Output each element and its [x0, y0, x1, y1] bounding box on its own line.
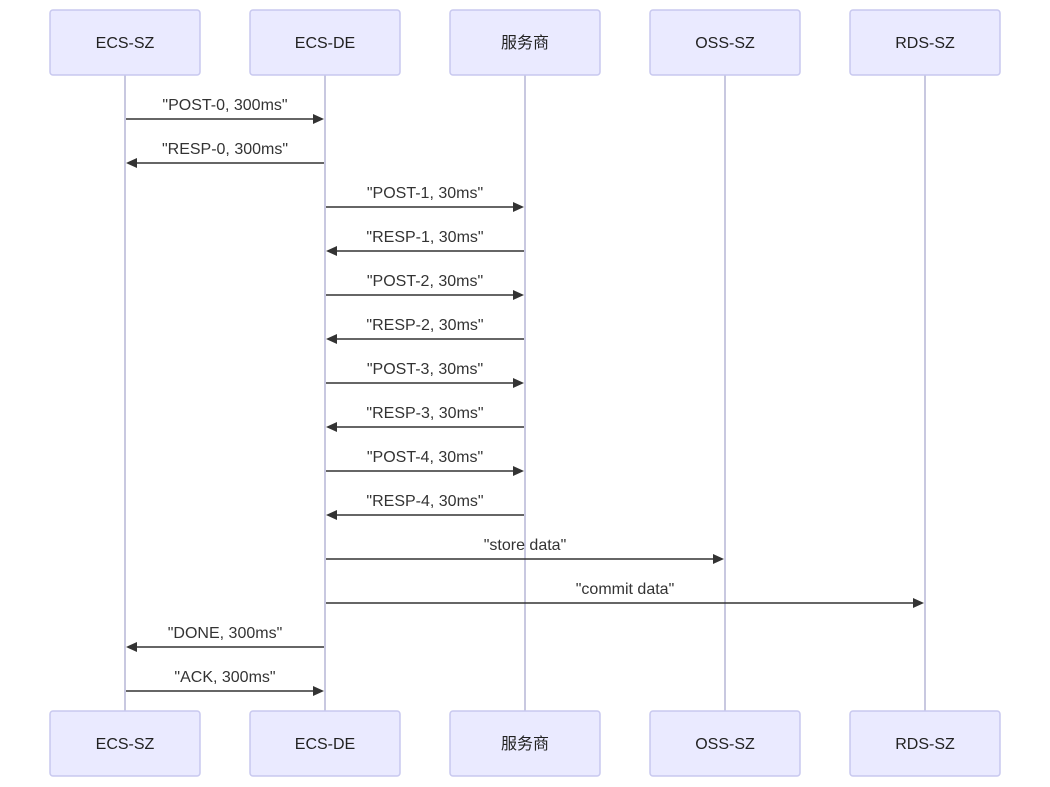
message-label: "POST-2, 30ms" — [367, 273, 483, 290]
actors-top: ECS-SZ ECS-DE 服务商 OSS-SZ RDS-SZ — [49, 9, 1001, 76]
message-label: "POST-4, 30ms" — [367, 449, 483, 466]
message-label: "RESP-4, 30ms" — [366, 493, 483, 510]
arrowhead — [326, 510, 337, 520]
lifelines — [124, 75, 926, 711]
actor-rds_sz-top: RDS-SZ — [849, 9, 1001, 76]
message-7: "RESP-3, 30ms" — [326, 405, 524, 432]
message-label: "ACK, 300ms" — [174, 669, 275, 686]
actors-bottom: ECS-SZ ECS-DE 服务商 OSS-SZ RDS-SZ — [49, 710, 1001, 777]
arrowhead — [513, 378, 524, 388]
actor-ecs_de-top: ECS-DE — [249, 9, 401, 76]
actor-box — [849, 710, 1001, 777]
actor-label: RDS-SZ — [895, 736, 955, 753]
arrowhead — [126, 642, 137, 652]
message-label: "POST-0, 300ms" — [162, 97, 287, 114]
message-8: "POST-4, 30ms" — [326, 449, 524, 476]
actor-oss_sz-bottom: OSS-SZ — [649, 710, 801, 777]
message-2: "POST-1, 30ms" — [326, 185, 524, 212]
actor-box — [649, 9, 801, 76]
arrowhead — [513, 202, 524, 212]
actor-box — [249, 9, 401, 76]
arrowhead — [326, 246, 337, 256]
messages: "POST-0, 300ms" "RESP-0, 300ms" "POST-1, 3… — [126, 97, 924, 696]
message-4: "POST-2, 30ms" — [326, 273, 524, 300]
actor-box — [849, 9, 1001, 76]
arrowhead — [313, 686, 324, 696]
actor-label: OSS-SZ — [695, 736, 755, 753]
actor-box — [649, 710, 801, 777]
arrowhead — [326, 334, 337, 344]
message-10: "store data" — [326, 537, 724, 564]
actor-label: OSS-SZ — [695, 35, 755, 52]
actor-box — [49, 710, 201, 777]
actor-label: ECS-DE — [295, 736, 355, 753]
message-label: "RESP-2, 30ms" — [366, 317, 483, 334]
message-13: "ACK, 300ms" — [126, 669, 324, 696]
arrowhead — [513, 290, 524, 300]
actor-box — [449, 9, 601, 76]
message-label: "POST-3, 30ms" — [367, 361, 483, 378]
message-label: "RESP-3, 30ms" — [366, 405, 483, 422]
message-label: "commit data" — [576, 581, 675, 598]
actor-ecs_de-bottom: ECS-DE — [249, 710, 401, 777]
message-label: "DONE, 300ms" — [168, 625, 283, 642]
actor-box — [49, 9, 201, 76]
message-9: "RESP-4, 30ms" — [326, 493, 524, 520]
message-5: "RESP-2, 30ms" — [326, 317, 524, 344]
arrowhead — [513, 466, 524, 476]
message-3: "RESP-1, 30ms" — [326, 229, 524, 256]
arrowhead — [126, 158, 137, 168]
actor-label: 服务商 — [501, 34, 549, 52]
actor-oss_sz-top: OSS-SZ — [649, 9, 801, 76]
message-12: "DONE, 300ms" — [126, 625, 324, 652]
message-6: "POST-3, 30ms" — [326, 361, 524, 388]
actor-label: RDS-SZ — [895, 35, 955, 52]
actor-label: ECS-SZ — [96, 35, 155, 52]
message-label: "store data" — [484, 537, 567, 554]
arrowhead — [326, 422, 337, 432]
message-0: "POST-0, 300ms" — [126, 97, 324, 124]
actor-label: ECS-DE — [295, 35, 355, 52]
actor-box — [449, 710, 601, 777]
actor-rds_sz-bottom: RDS-SZ — [849, 710, 1001, 777]
actor-ecs_sz-bottom: ECS-SZ — [49, 710, 201, 777]
arrowhead — [713, 554, 724, 564]
actor-provider-bottom: 服务商 — [449, 710, 601, 777]
arrowhead — [913, 598, 924, 608]
message-1: "RESP-0, 300ms" — [126, 141, 324, 168]
actor-ecs_sz-top: ECS-SZ — [49, 9, 201, 76]
message-11: "commit data" — [326, 581, 924, 608]
message-label: "RESP-1, 30ms" — [366, 229, 483, 246]
actor-label: 服务商 — [501, 735, 549, 753]
actor-label: ECS-SZ — [96, 736, 155, 753]
message-label: "RESP-0, 300ms" — [162, 141, 288, 158]
message-label: "POST-1, 30ms" — [367, 185, 483, 202]
arrowhead — [313, 114, 324, 124]
actor-box — [249, 710, 401, 777]
actor-provider-top: 服务商 — [449, 9, 601, 76]
